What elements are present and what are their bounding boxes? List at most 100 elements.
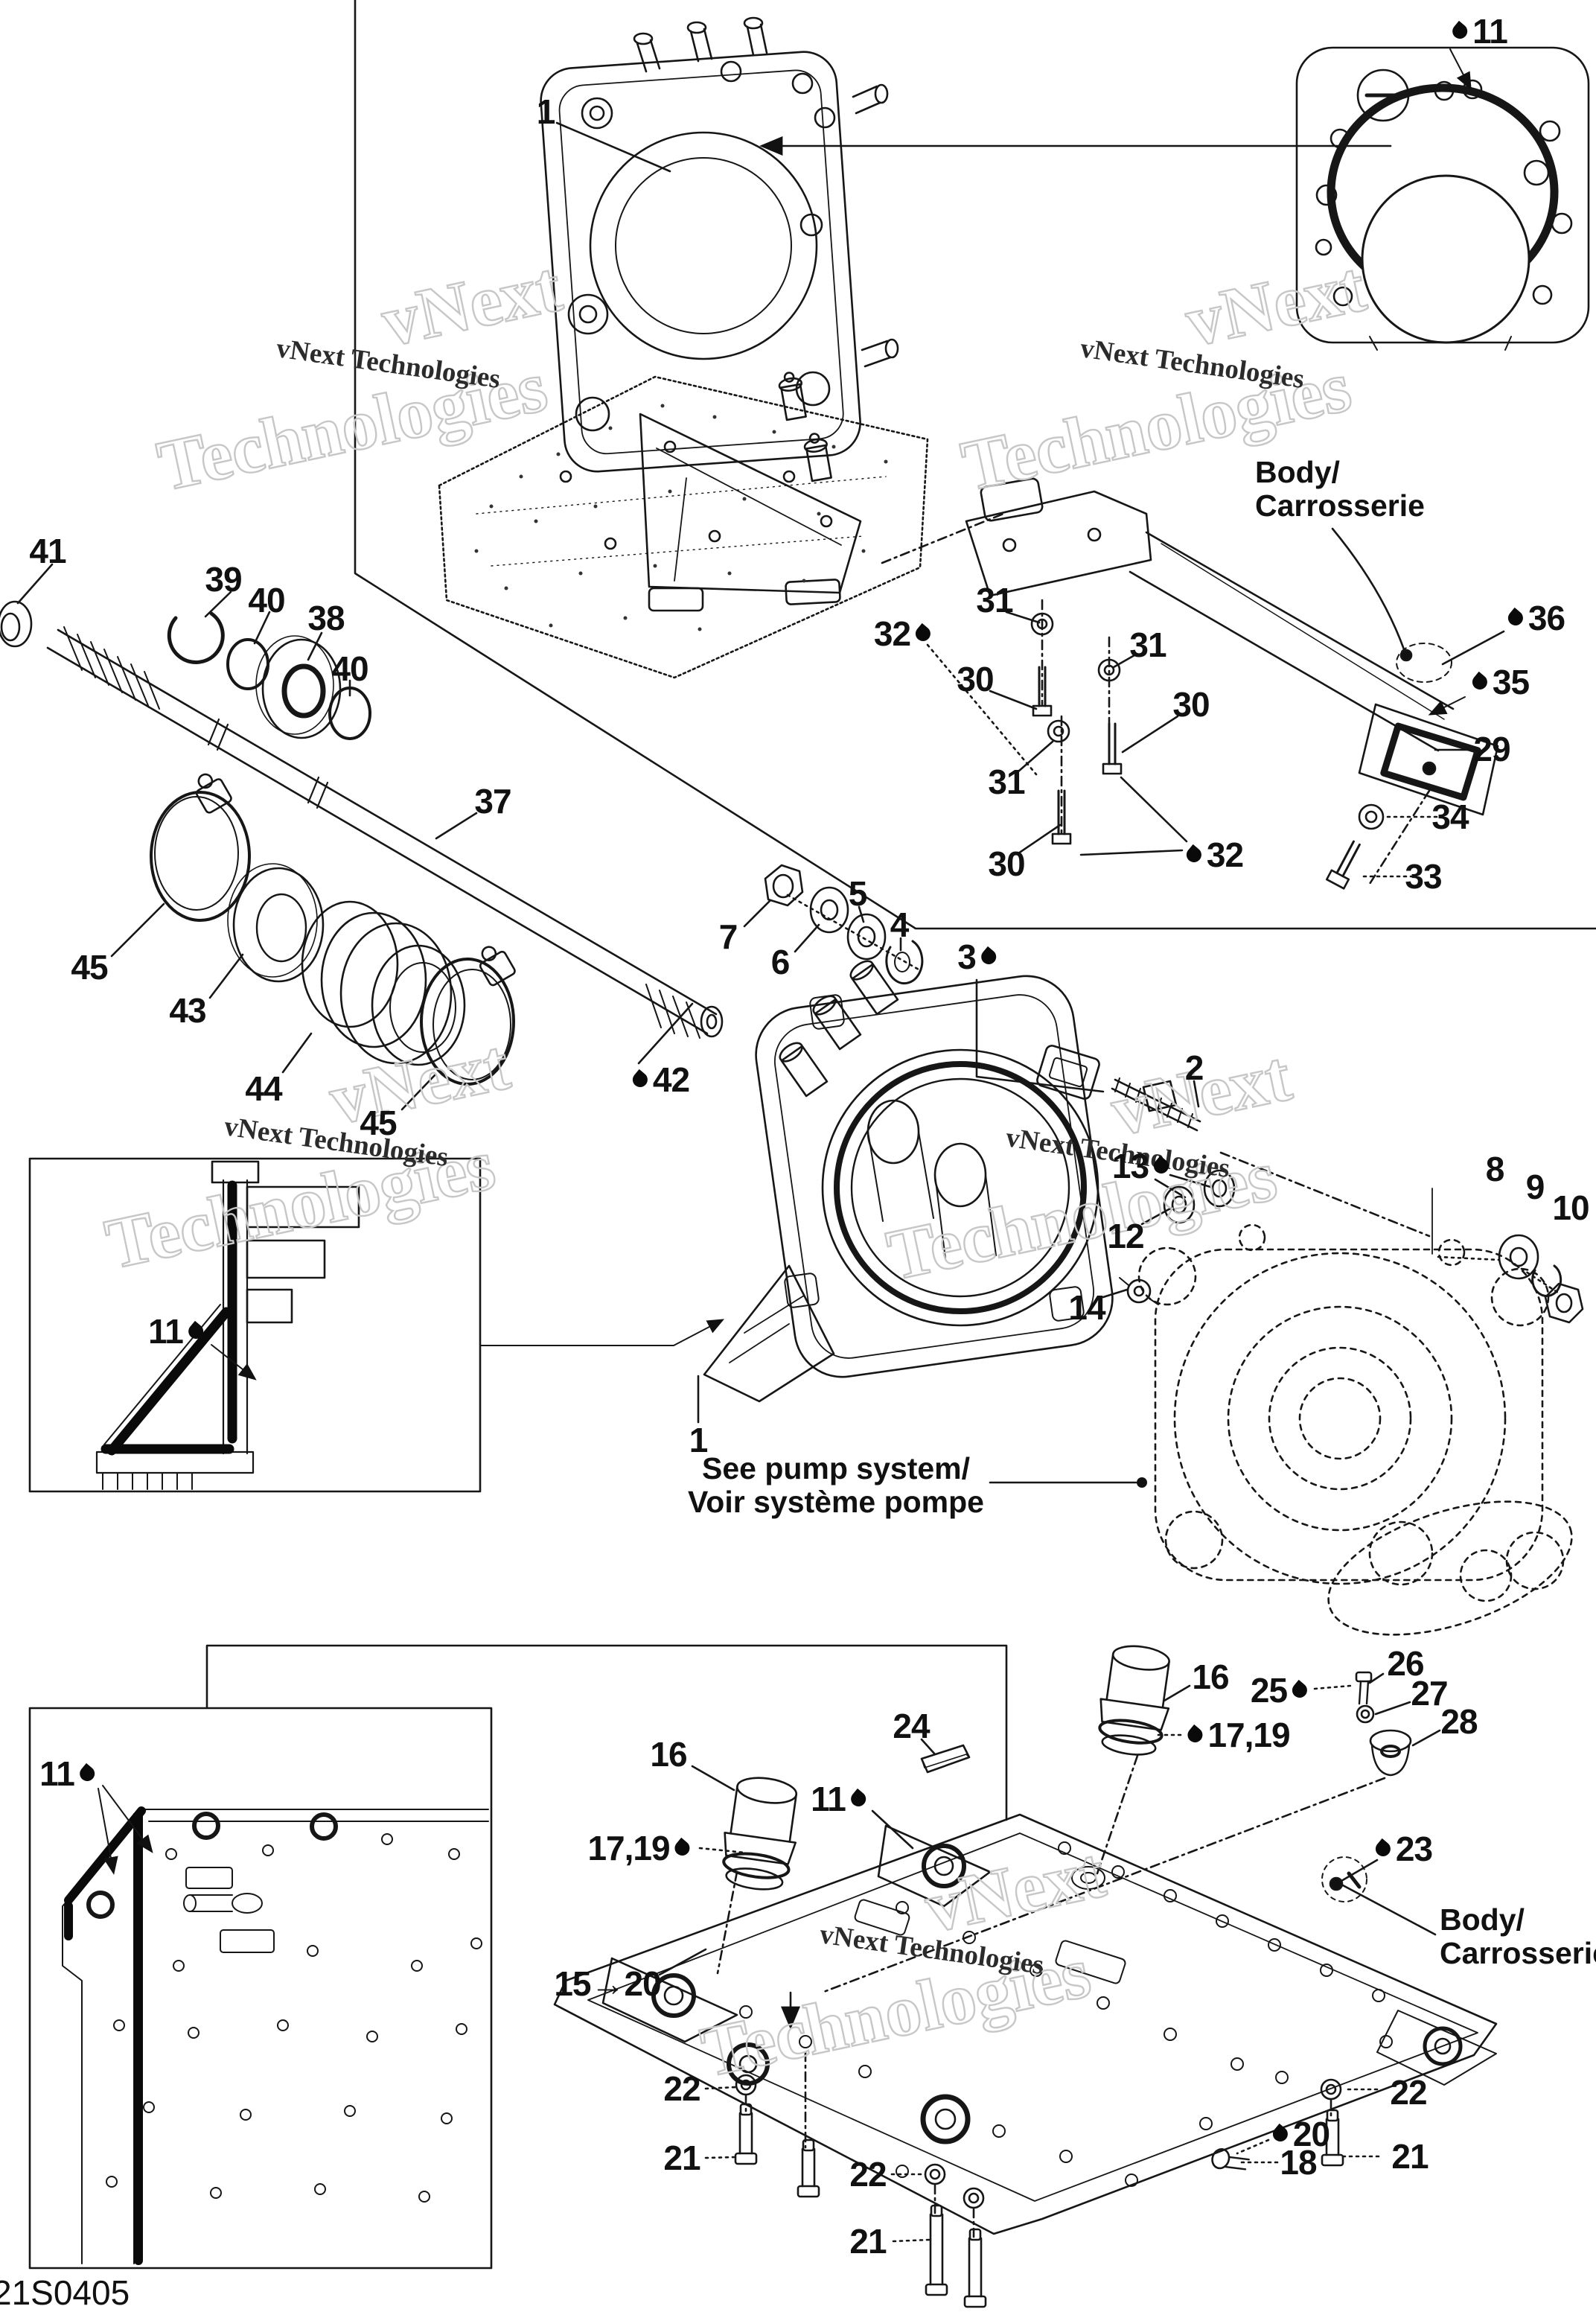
boot-and-clamps	[150, 773, 516, 1086]
callout-43: 43	[169, 990, 206, 1031]
inset-plate-sealant	[62, 1806, 489, 2265]
callout-18: 18	[1280, 2142, 1317, 2182]
bottom-hardware	[722, 1645, 1412, 2308]
loctite-drop-icon	[1372, 1838, 1394, 1860]
support-gasket	[1295, 46, 1590, 351]
callout-22: 22	[663, 2069, 700, 2109]
callout-text: 17,19	[1207, 1716, 1290, 1754]
callout-11: 11	[39, 1754, 98, 1794]
callout-text: 13	[1111, 1147, 1149, 1185]
callout-13: 13	[1111, 1146, 1172, 1186]
callout-text: 35	[1492, 663, 1530, 701]
drive-shaft	[0, 600, 724, 1039]
note-body-top: Body/Carrosserie	[1255, 455, 1425, 523]
callout-5: 5	[849, 873, 868, 914]
loctite-drop-icon	[671, 1837, 693, 1859]
callout-44: 44	[245, 1069, 282, 1109]
callout-text: 10	[1552, 1188, 1589, 1227]
callout-33: 33	[1405, 856, 1442, 897]
callout-text: 6	[770, 943, 791, 981]
callout-31: 31	[1129, 625, 1166, 665]
callout-10: 10	[1552, 1188, 1589, 1228]
callout-32: 32	[1183, 835, 1244, 875]
callout-text: 16	[1192, 1657, 1229, 1696]
note-see-pump: See pump system/Voir système pompe	[688, 1451, 984, 1520]
callout-29: 29	[1473, 729, 1510, 769]
callout-text: 37	[474, 782, 511, 821]
callout-text: 22	[849, 2155, 887, 2194]
loctite-drop-icon	[912, 622, 934, 645]
loctite-drop-icon	[847, 1788, 869, 1810]
loctite-drop-icon	[1469, 671, 1491, 693]
callout-35: 35	[1469, 662, 1530, 702]
dotted-leaders	[698, 643, 1562, 2243]
callout-text: 41	[29, 532, 66, 570]
callout-text: 40	[331, 649, 368, 688]
callout-text: 31	[976, 581, 1013, 620]
callout-text: 11	[148, 1312, 184, 1351]
nut-washer-set	[764, 864, 924, 985]
callout-text: 15→20	[554, 1964, 661, 2003]
callout-17-19: 17,19	[1184, 1715, 1291, 1755]
callout-text: 17,19	[587, 1829, 670, 1867]
callout-22: 22	[849, 2154, 887, 2194]
callout-text: 30	[957, 660, 994, 698]
callout-text: 21	[663, 2139, 700, 2177]
loctite-drop-icon	[1449, 20, 1471, 42]
callout-21: 21	[1391, 2136, 1429, 2176]
callout-text: 45	[71, 948, 108, 987]
inset-boxes	[28, 1157, 493, 2270]
callout-text: 33	[1405, 857, 1442, 896]
callout-text: 22	[663, 2069, 700, 2108]
loctite-drop-icon	[1504, 607, 1527, 629]
callout-text: 4	[890, 905, 910, 944]
callout-41: 41	[29, 531, 66, 571]
callout-text: 14	[1068, 1288, 1105, 1327]
callout-34: 34	[1431, 797, 1469, 837]
callout-text: 21	[849, 2222, 887, 2261]
section-borders	[205, 0, 1596, 1821]
callout-text: 26	[1387, 1644, 1424, 1683]
callout-1: 1	[689, 1420, 709, 1460]
callout-1: 1	[537, 92, 556, 132]
callout-14: 14	[1068, 1287, 1105, 1328]
callout-45: 45	[71, 947, 108, 987]
callout-24: 24	[893, 1706, 930, 1746]
callout-32: 32	[873, 614, 934, 654]
callout-9: 9	[1526, 1167, 1545, 1207]
loctite-drop-icon	[977, 946, 999, 968]
callout-text: 1	[689, 1421, 709, 1459]
callout-27: 27	[1411, 1673, 1448, 1713]
callout-11: 11	[148, 1311, 206, 1351]
callout-11: 11	[811, 1779, 869, 1819]
callout-30: 30	[988, 844, 1025, 884]
callout-text: 12	[1107, 1217, 1144, 1255]
loctite-drop-icon	[76, 1762, 98, 1785]
ride-plate-top	[438, 372, 929, 679]
callout-text: 31	[988, 762, 1025, 801]
callout-text: 11	[1472, 12, 1508, 51]
callout-text: 32	[873, 614, 911, 653]
arrows	[98, 48, 1472, 2030]
loctite-drop-icon	[1184, 1724, 1206, 1746]
callout-28: 28	[1440, 1701, 1478, 1742]
bottom-plate	[553, 1813, 1498, 2235]
callout-40: 40	[248, 580, 285, 620]
part-code: 21S0405	[0, 2273, 130, 2312]
callout-7: 7	[719, 917, 738, 957]
callout-text: 32	[1206, 835, 1244, 874]
callout-text: 30	[1172, 685, 1210, 724]
callout-text: 34	[1431, 797, 1469, 836]
callout-text: 27	[1411, 1674, 1448, 1713]
callout-text: 2	[1184, 1048, 1204, 1087]
callout-text: 44	[245, 1069, 282, 1108]
callout-25: 25	[1251, 1670, 1311, 1710]
callout-text: 45	[360, 1104, 397, 1142]
callout-30: 30	[1172, 684, 1210, 725]
callout-text: 42	[652, 1060, 690, 1099]
callout-text: 22	[1390, 2073, 1427, 2112]
callout-26: 26	[1387, 1643, 1424, 1684]
callout-text: 28	[1440, 1702, 1478, 1741]
loctite-drop-icon	[1269, 2123, 1292, 2145]
